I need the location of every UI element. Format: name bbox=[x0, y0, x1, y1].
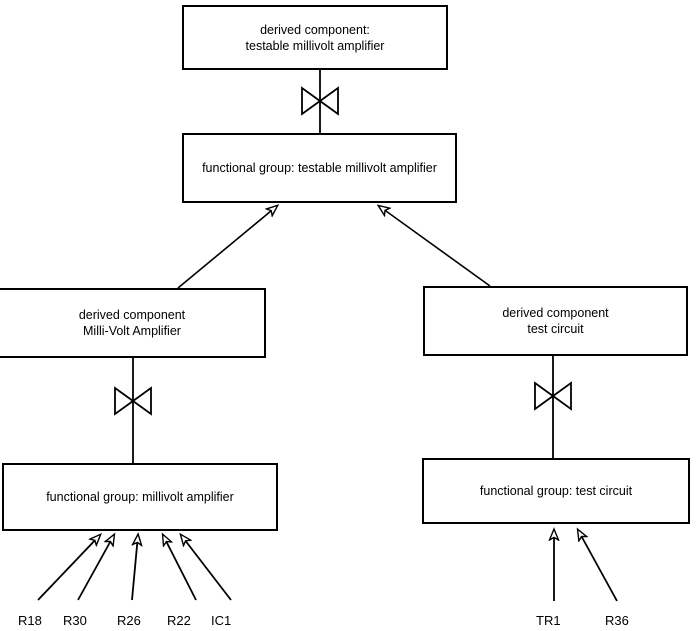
node-derived-component-test-circuit[interactable]: derived component test circuit bbox=[423, 286, 688, 356]
node-label: functional group: testable millivolt amp… bbox=[202, 161, 437, 175]
node-label: derived component: testable millivolt am… bbox=[245, 22, 385, 53]
leaf-arrow-ic1 bbox=[181, 535, 232, 601]
node-derived-component-testable-millivolt-amplifier[interactable]: derived component: testable millivolt am… bbox=[182, 5, 448, 70]
leaf-label-ic1: IC1 bbox=[211, 613, 232, 628]
node-functional-group-testable-millivolt-amplifier[interactable]: functional group: testable millivolt amp… bbox=[182, 133, 457, 203]
leaf-arrow-r30 bbox=[77, 535, 114, 601]
node-functional-group-test-circuit[interactable]: functional group: test circuit bbox=[422, 458, 690, 524]
leaf-label-r36: R36 bbox=[605, 613, 629, 628]
leaf-label-r30: R30 bbox=[63, 613, 87, 628]
node-label: derived component Milli-Volt Amplifier bbox=[78, 308, 186, 338]
leaf-label-r22: R22 bbox=[167, 613, 191, 628]
leaf-arrow-r26 bbox=[131, 535, 138, 601]
bowtie-left-bowtie-icon bbox=[114, 386, 152, 416]
leaf-label-r18: R18 bbox=[18, 613, 42, 628]
node-functional-group-millivolt-amplifier[interactable]: functional group: millivolt amplifier bbox=[2, 463, 278, 531]
node-label: derived component test circuit bbox=[502, 306, 609, 336]
bowtie-right-bowtie-icon bbox=[534, 381, 572, 411]
leaf-arrow-r22 bbox=[163, 535, 197, 601]
leaf-arrow-r18 bbox=[37, 535, 100, 601]
gen-millivolt-to-testable bbox=[177, 206, 277, 289]
leaf-label-tr1: TR1 bbox=[536, 613, 561, 628]
leaf-arrow-r36 bbox=[578, 530, 618, 602]
bowtie-top-bowtie-icon bbox=[301, 86, 339, 116]
node-label: functional group: millivolt amplifier bbox=[46, 490, 234, 504]
node-derived-component-milli-volt-amplifier[interactable]: derived component Milli-Volt Amplifier bbox=[0, 288, 266, 358]
gen-test-circuit-to-testable bbox=[379, 206, 491, 287]
node-label: functional group: test circuit bbox=[479, 484, 633, 498]
leaf-label-r26: R26 bbox=[117, 613, 141, 628]
